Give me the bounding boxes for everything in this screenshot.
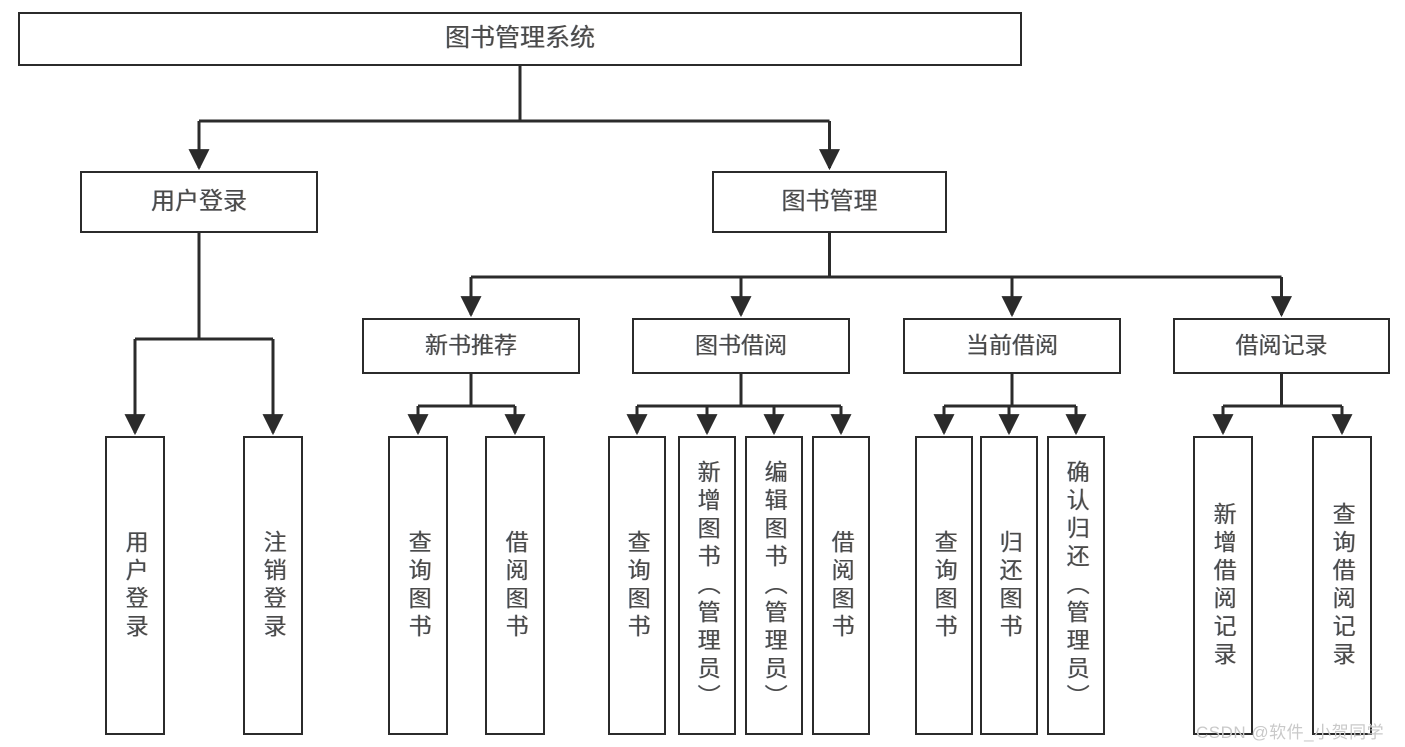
node-book-management[interactable]: 图书管理	[712, 171, 947, 233]
node-label: 查询图书	[405, 529, 432, 642]
node-leaf-user-login[interactable]: 用户登录	[105, 436, 165, 735]
node-label: 查询图书	[624, 529, 651, 642]
node-leaf-user-logout[interactable]: 注销登录	[243, 436, 303, 735]
node-label: 图书管理	[781, 187, 878, 215]
node-label: 用户登录	[151, 187, 247, 215]
node-leaf-current-confirm-return[interactable]: 确认归还（管理员）	[1047, 436, 1105, 735]
node-label: 归还图书	[996, 529, 1023, 642]
node-leaf-record-add[interactable]: 新增借阅记录	[1193, 436, 1253, 735]
node-label: 确认归还（管理员）	[1063, 459, 1090, 712]
node-label: 新增借阅记录	[1210, 501, 1237, 670]
node-user-login[interactable]: 用户登录	[80, 171, 318, 233]
node-borrow-record[interactable]: 借阅记录	[1173, 318, 1390, 374]
node-new-book-recommend[interactable]: 新书推荐	[362, 318, 580, 374]
node-label: 注销登录	[260, 529, 287, 642]
node-book-borrow[interactable]: 图书借阅	[632, 318, 850, 374]
node-label: 新增图书（管理员）	[694, 459, 721, 712]
node-leaf-borrow-query[interactable]: 查询图书	[608, 436, 666, 735]
node-label: 借阅图书	[502, 529, 529, 642]
node-root[interactable]: 图书管理系统	[18, 12, 1022, 66]
watermark: CSDN @软件_小贺同学	[1196, 723, 1385, 742]
node-label: 查询图书	[931, 529, 958, 642]
node-label: 图书管理系统	[444, 24, 595, 53]
node-label: 借阅记录	[1235, 332, 1328, 359]
node-current-borrow[interactable]: 当前借阅	[903, 318, 1121, 374]
node-leaf-current-query[interactable]: 查询图书	[915, 436, 973, 735]
node-label: 用户登录	[122, 529, 149, 642]
node-label: 查询借阅记录	[1329, 501, 1356, 670]
node-label: 编辑图书（管理员）	[761, 459, 788, 712]
node-label: 图书借阅	[695, 332, 787, 359]
node-leaf-borrow-borrow[interactable]: 借阅图书	[812, 436, 870, 735]
node-leaf-borrow-edit[interactable]: 编辑图书（管理员）	[745, 436, 803, 735]
node-leaf-current-return[interactable]: 归还图书	[980, 436, 1038, 735]
node-leaf-newbook-borrow[interactable]: 借阅图书	[485, 436, 545, 735]
node-leaf-borrow-add[interactable]: 新增图书（管理员）	[678, 436, 736, 735]
node-label: 借阅图书	[828, 529, 855, 642]
node-label: 当前借阅	[966, 332, 1058, 359]
node-leaf-newbook-query[interactable]: 查询图书	[388, 436, 448, 735]
node-label: 新书推荐	[425, 332, 517, 359]
node-leaf-record-query[interactable]: 查询借阅记录	[1312, 436, 1372, 735]
